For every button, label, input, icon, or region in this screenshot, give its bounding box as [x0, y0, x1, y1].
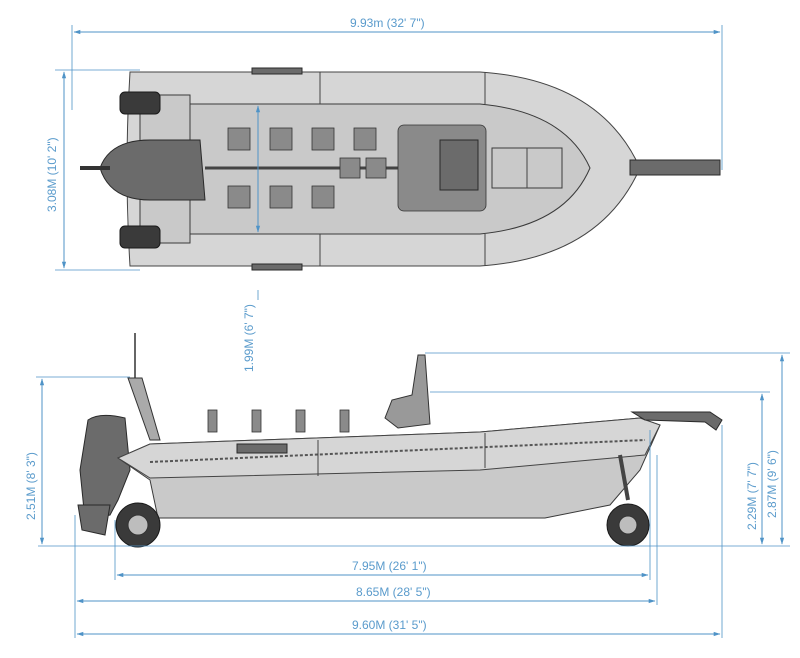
- hull-length-label: 7.95M (26' 1"): [352, 559, 427, 573]
- beam-label: 3.08M (10' 2"): [45, 137, 59, 212]
- top-overall-length-label: 9.93m (32' 7"): [350, 16, 425, 30]
- wheels-length-label: 8.65M (28' 5"): [356, 585, 431, 599]
- side-view-boat: [77, 333, 723, 548]
- side-overall-length-label: 9.60M (31' 5"): [352, 618, 427, 632]
- side-view: 2.51M (8' 3") 2.29M (7' 7") 2.87M (9' 6"…: [24, 333, 790, 638]
- top-view: 9.93m (32' 7") 3.08M (10' 2") 1.99M (6' …: [45, 16, 723, 372]
- max-height-label: 2.87M (9' 6"): [765, 450, 779, 518]
- stern-height-label: 2.51M (8' 3"): [24, 452, 38, 520]
- inner-beam-label: 1.99M (6' 7"): [242, 304, 256, 372]
- console-height-label: 2.29M (7' 7"): [745, 462, 759, 530]
- top-view-boat: [80, 67, 721, 271]
